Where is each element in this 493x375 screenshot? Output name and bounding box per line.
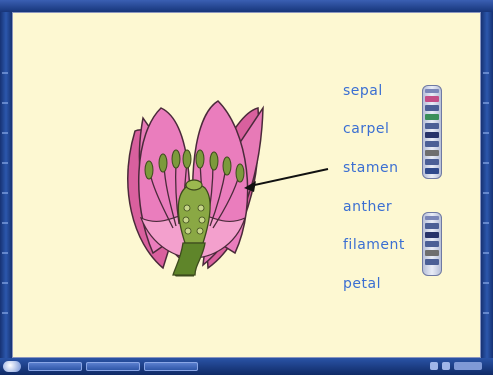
page-back-icon[interactable] [425, 223, 439, 229]
flower-diagram [13, 13, 482, 359]
tools-palette-upper[interactable] [422, 85, 442, 179]
palette-grip-icon[interactable] [425, 216, 439, 220]
clear-page-icon[interactable] [425, 241, 439, 247]
right-frame [481, 12, 493, 358]
taskbar [0, 358, 493, 375]
tray-icon-1[interactable] [430, 362, 438, 370]
tools-palette-lower[interactable] [422, 212, 442, 276]
highlighter-tool-icon[interactable] [425, 105, 439, 111]
clock-icon [454, 362, 482, 370]
undo-tool-icon[interactable] [425, 159, 439, 165]
page-forward-icon[interactable] [425, 232, 439, 238]
label-anther[interactable]: anther [343, 199, 392, 215]
pen-tool-icon[interactable] [425, 96, 439, 102]
redo-tool-icon[interactable] [425, 168, 439, 174]
keyboard-icon[interactable] [425, 250, 439, 256]
camera-tool-icon[interactable] [425, 150, 439, 156]
shape-tool-icon[interactable] [425, 132, 439, 138]
label-sepal[interactable]: sepal [343, 83, 383, 99]
palette-grip-icon[interactable] [425, 89, 439, 93]
text-tool-icon[interactable] [425, 141, 439, 147]
start-button[interactable] [3, 361, 21, 372]
eraser-tool-icon[interactable] [425, 114, 439, 120]
label-stamen[interactable]: stamen [343, 160, 399, 176]
left-frame [0, 12, 12, 358]
tray-icon-2[interactable] [442, 362, 450, 370]
window-titlebar [0, 0, 493, 12]
select-tool-icon[interactable] [425, 123, 439, 129]
label-filament[interactable]: filament [343, 237, 405, 253]
label-petal[interactable]: petal [343, 276, 381, 292]
settings-icon[interactable] [425, 259, 439, 265]
label-carpel[interactable]: carpel [343, 121, 389, 137]
taskbar-item-2[interactable] [86, 362, 140, 371]
taskbar-item-1[interactable] [28, 362, 82, 371]
taskbar-item-3[interactable] [144, 362, 198, 371]
whiteboard-canvas[interactable]: sepal carpel stamen anther filament peta… [12, 12, 481, 358]
